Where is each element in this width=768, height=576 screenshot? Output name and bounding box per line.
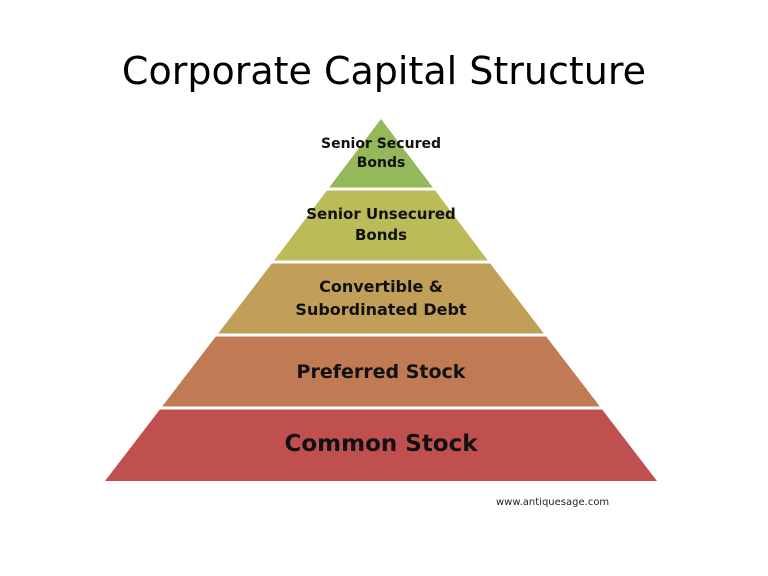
layer-shape — [161, 335, 601, 408]
layer-label-line-1: Convertible & — [319, 277, 443, 296]
pyramid-layer-preferred-stock: Preferred Stock — [161, 335, 601, 408]
layer-label-line-2: Bonds — [355, 226, 407, 244]
pyramid-layer-senior-secured-bonds: Senior Secured Bonds — [321, 119, 441, 189]
layer-label-line-1: Senior Unsecured — [306, 205, 456, 223]
layer-label-line-2: Subordinated Debt — [295, 300, 466, 319]
layer-shape — [328, 119, 434, 189]
layer-shape — [273, 189, 489, 262]
layer-label-line-1: Preferred Stock — [297, 361, 466, 383]
layer-shape — [217, 262, 545, 335]
pyramid-layer-common-stock: Common Stock — [105, 408, 657, 481]
pyramid-layer-senior-unsecured-bonds: Senior Unsecured Bonds — [273, 189, 489, 262]
layer-label-line-1: Senior Secured — [321, 136, 441, 152]
layer-label-line-2: Bonds — [357, 155, 406, 171]
pyramid-layer-convertible-subordinated-debt: Convertible & Subordinated Debt — [217, 262, 545, 335]
page-title: Corporate Capital Structure — [121, 49, 647, 93]
layer-shape — [105, 408, 657, 481]
layer-label-line-1: Common Stock — [284, 431, 478, 457]
source-credit: www.antiquesage.com — [496, 497, 610, 508]
